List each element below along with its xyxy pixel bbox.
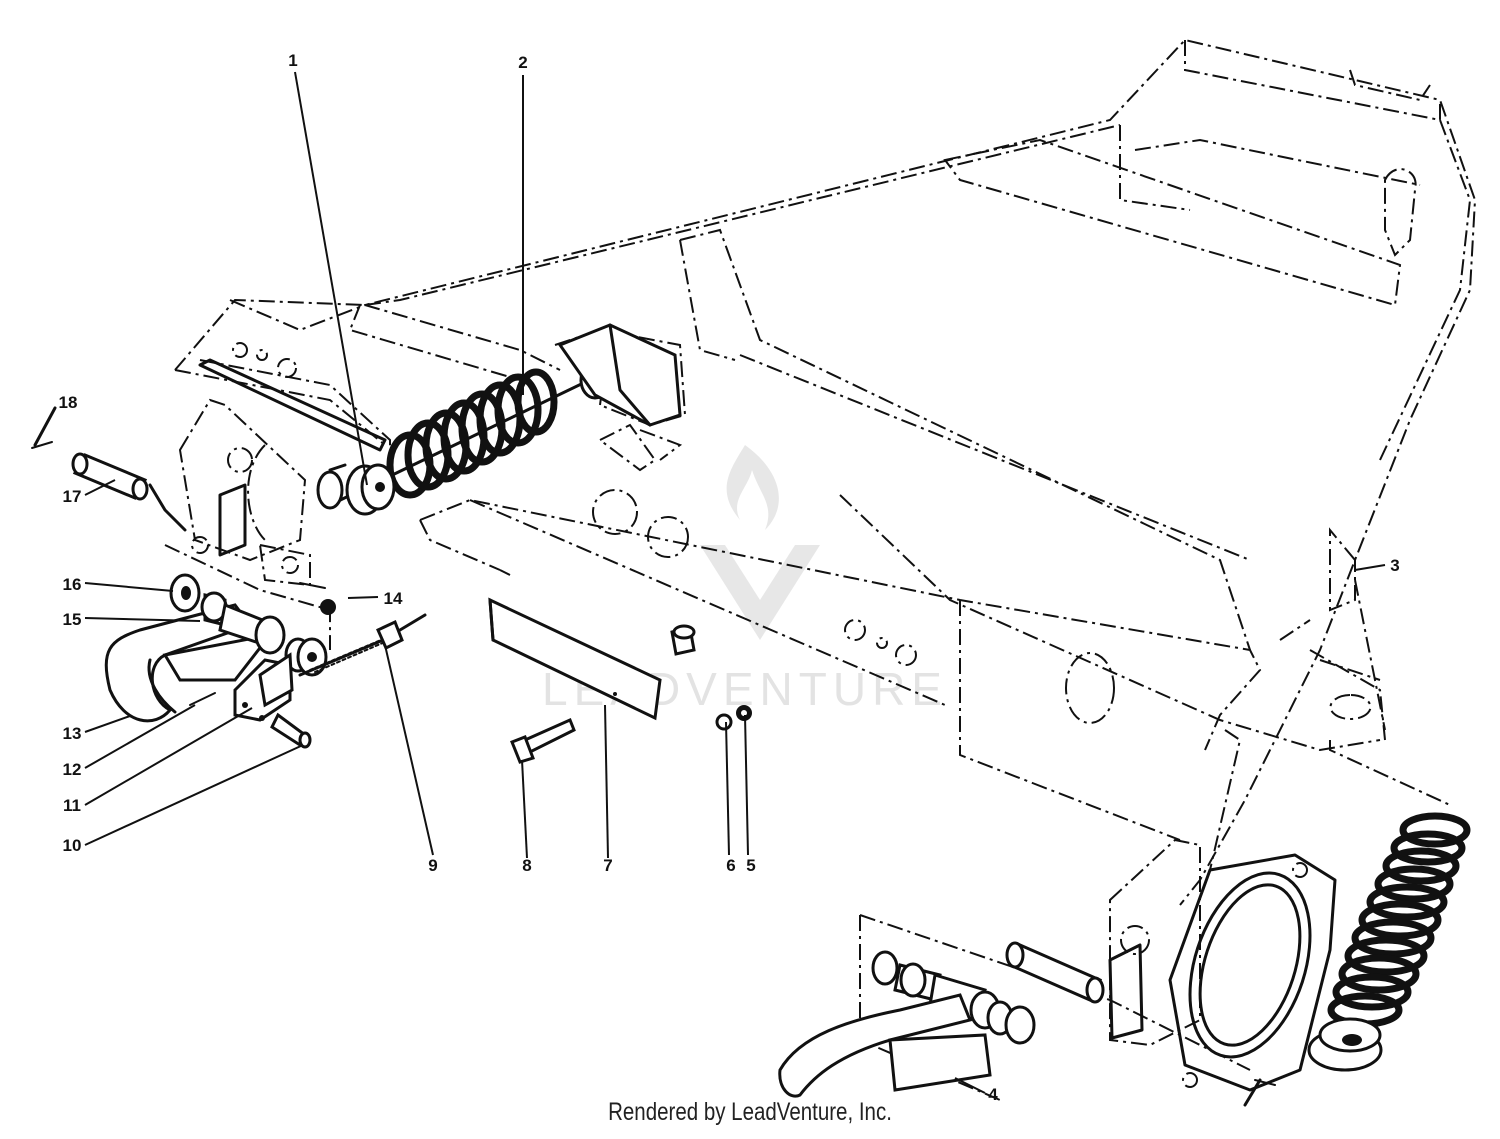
callout-3: 3 (1390, 556, 1399, 575)
callout-15: 15 (63, 610, 82, 629)
callout-1: 1 (288, 51, 297, 70)
clevis-bracket (189, 652, 312, 749)
callout-6: 6 (726, 856, 735, 875)
front-left-bracket (148, 358, 387, 650)
lock-nut (299, 582, 336, 615)
callouts: 1 2 3 4 5 6 7 8 9 10 11 12 13 14 15 16 1… (59, 51, 1400, 1104)
watermark-logo-icon (700, 445, 820, 640)
callout-18: 18 (59, 393, 78, 412)
spring-cap (316, 463, 396, 516)
spring-block (557, 323, 682, 427)
cotter-pin (31, 406, 57, 449)
callout-8: 8 (522, 856, 531, 875)
callout-9: 9 (428, 856, 437, 875)
slide-plate (488, 597, 662, 721)
coil-spring-rear (1307, 812, 1471, 1072)
callout-16: 16 (63, 575, 82, 594)
adjuster-bolt (298, 613, 427, 677)
frame-holes (232, 342, 1115, 724)
callout-2: 2 (518, 53, 527, 72)
callout-7: 7 (603, 856, 612, 875)
washer-and-nut (715, 705, 752, 731)
leader-lines (84, 71, 1386, 1094)
spacer-bushing (670, 624, 696, 656)
front-suspension-arm (104, 573, 328, 723)
callout-4: 4 (988, 1085, 998, 1104)
rear-pivot-pin (1005, 941, 1105, 1004)
callout-12: 12 (63, 760, 82, 779)
pivot-pin (71, 452, 149, 501)
rear-suspension-arm (778, 950, 1036, 1098)
callout-14: 14 (384, 589, 403, 608)
arrow-decal (598, 423, 683, 472)
callout-13: 13 (63, 724, 82, 743)
callout-17: 17 (63, 487, 82, 506)
callout-10: 10 (63, 836, 82, 855)
callout-11: 11 (63, 796, 81, 815)
rear-cotter-pin (1243, 1078, 1276, 1107)
carriage-bolt (510, 717, 576, 764)
callout-5: 5 (746, 856, 755, 875)
footer-credit: Rendered by LeadVenture, Inc. (608, 1098, 892, 1126)
